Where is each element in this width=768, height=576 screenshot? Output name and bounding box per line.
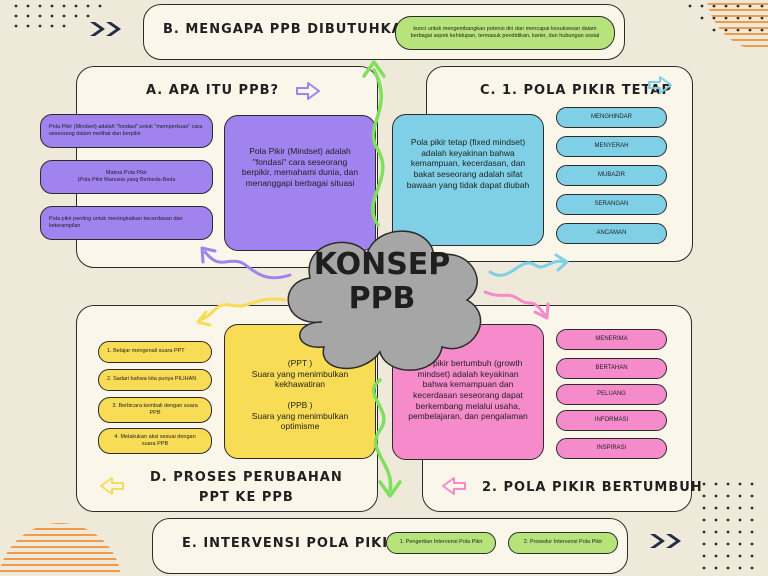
section-a-item-1: Pola Pikir (Mindset) adalah "fondasi" un… bbox=[40, 114, 213, 148]
section-2-item-2: BERTAHAN bbox=[556, 358, 667, 379]
section-c-box: Pola pikir tetap (fixed mindset) adalah … bbox=[392, 114, 544, 246]
section-2-item-1: MENERIMA bbox=[556, 329, 667, 350]
dot-pattern-bottom-right bbox=[702, 482, 754, 570]
section-c-item-5: ANCAMAN bbox=[556, 223, 667, 244]
section-2-item-5: INSPIRASI bbox=[556, 438, 667, 459]
center-title-line2: PPB bbox=[348, 281, 416, 316]
arrow-left-icon bbox=[100, 477, 124, 495]
section-2-title: 2. POLA PIKIR BERTUMBUH bbox=[482, 480, 703, 495]
section-d-item-4: 4. Melakukan aksi sesuai dengan suara PP… bbox=[98, 428, 212, 454]
section-b-note: kunci untuk mengembangkan potensi diri d… bbox=[395, 16, 615, 50]
section-e-title: E. INTERVENSI POLA PIKIR bbox=[182, 536, 400, 551]
section-d-box-line2: Suara yang menimbulkan kekhawatiran bbox=[251, 368, 349, 390]
section-d-box-line4: Suara yang menimbulkan optimisme bbox=[251, 410, 349, 432]
section-d-item-1: 1. Belajar mengenali suara PPT bbox=[98, 341, 212, 363]
center-title-line1: KONSEP bbox=[313, 247, 451, 282]
section-d-box-line1: (PPT ) bbox=[287, 358, 313, 368]
chevron-left-icon bbox=[650, 534, 681, 548]
section-d-title: D. PROSES PERUBAHAN PPT KE PPB bbox=[150, 468, 343, 508]
dot-pattern-top-left bbox=[14, 4, 102, 28]
section-2-item-3: PELUANG bbox=[556, 384, 667, 405]
section-b-title: B. MENGAPA PPB DIBUTUHKAN? bbox=[163, 22, 424, 37]
section-e-item-2: 2. Prosedur Intervensi Pola Pikir bbox=[508, 532, 618, 554]
section-d-box-line3: (PPB ) bbox=[287, 399, 313, 410]
arrow-right-icon bbox=[296, 82, 320, 100]
center-title: KONSEP PPB bbox=[312, 248, 452, 316]
section-d-title-line1: D. PROSES PERUBAHAN bbox=[150, 470, 343, 485]
section-d-item-2: 2. Sadari bahwa kita punya PILIHAN bbox=[98, 369, 212, 391]
section-c-item-4: SERANGAN bbox=[556, 194, 667, 215]
section-e-item-1: 1. Pengertian Intervensi Pola Pikir bbox=[386, 532, 496, 554]
section-2-item-4: INFORMASI bbox=[556, 410, 667, 431]
section-c-title: C. 1. POLA PIKIR TETAP bbox=[480, 83, 672, 98]
section-d-item-3: 3. Berbicara kembali dengan suara PPB bbox=[98, 397, 212, 423]
section-c-item-2: MENYERAH bbox=[556, 136, 667, 157]
cloud-shape bbox=[287, 230, 482, 371]
section-a-item-2: Makna Pola Pikir (Pola Pikir Manusia yan… bbox=[40, 160, 213, 194]
orange-semicircle-left bbox=[0, 523, 120, 572]
arrow-right-icon bbox=[648, 76, 672, 94]
section-c-item-1: MENGHINDAR bbox=[556, 107, 667, 128]
section-c-item-3: MUBAZIR bbox=[556, 165, 667, 186]
section-a-item-3: Pola pikir penting untuk meningkatkan ke… bbox=[40, 206, 213, 240]
chevron-right-icon bbox=[90, 22, 121, 36]
section-d-title-line2: PPT KE PPB bbox=[198, 490, 294, 505]
arrow-left-icon bbox=[442, 477, 466, 495]
section-a-box: Pola Pikir (Mindset) adalah "fondasi" ca… bbox=[224, 115, 376, 251]
dot-pattern-top-right bbox=[688, 4, 764, 32]
section-a-title: A. APA ITU PPB? bbox=[146, 83, 280, 98]
orange-semicircle-right bbox=[706, 3, 768, 47]
